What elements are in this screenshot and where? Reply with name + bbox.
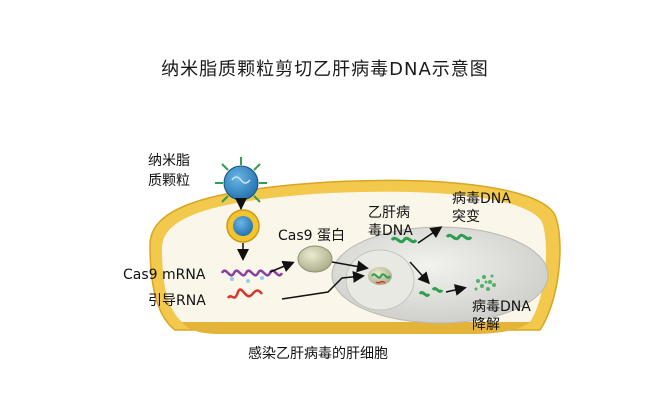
arrow-icon — [417, 226, 443, 244]
cas9-protein-icon — [297, 245, 333, 273]
degraded-dna-icon — [474, 274, 496, 291]
label-degradation-line1: 病毒DNA — [472, 299, 531, 315]
label-cas9-protein: Cas9 蛋白 — [278, 228, 346, 244]
label-lnp-line1: 纳米脂 — [148, 153, 190, 169]
viral-dna-icon — [390, 236, 418, 244]
label-degradation-line2: 降解 — [472, 317, 500, 333]
diagram-title: 纳米脂质颗粒剪切乙肝病毒DNA示意图 — [161, 59, 489, 80]
arrow-icon — [331, 260, 369, 273]
label-cas9-mrna: Cas9 mRNA — [123, 267, 206, 283]
guide-rna-icon — [226, 288, 263, 299]
arrow-icon — [281, 270, 365, 300]
cas9-complex-icon — [368, 267, 392, 285]
label-mutation-line1: 病毒DNA — [452, 191, 511, 207]
internalized-nanoparticle-icon — [226, 209, 260, 243]
cut-dna-icon — [418, 287, 444, 297]
label-mutation-line2: 突变 — [452, 209, 480, 225]
label-guide-rna: 引导RNA — [148, 293, 206, 309]
label-hbv-dna-line2: 毒DNA — [368, 223, 413, 239]
arrow-icon — [445, 284, 467, 296]
arrow-icon — [269, 260, 295, 273]
label-lnp-line2: 质颗粒 — [148, 173, 190, 189]
mutated-dna-icon — [445, 233, 473, 241]
cell-caption: 感染乙肝病毒的肝细胞 — [248, 346, 388, 362]
arrow-icon — [409, 261, 431, 285]
cell-shadow — [182, 322, 530, 334]
label-hbv-dna-line1: 乙肝病 — [368, 205, 410, 221]
